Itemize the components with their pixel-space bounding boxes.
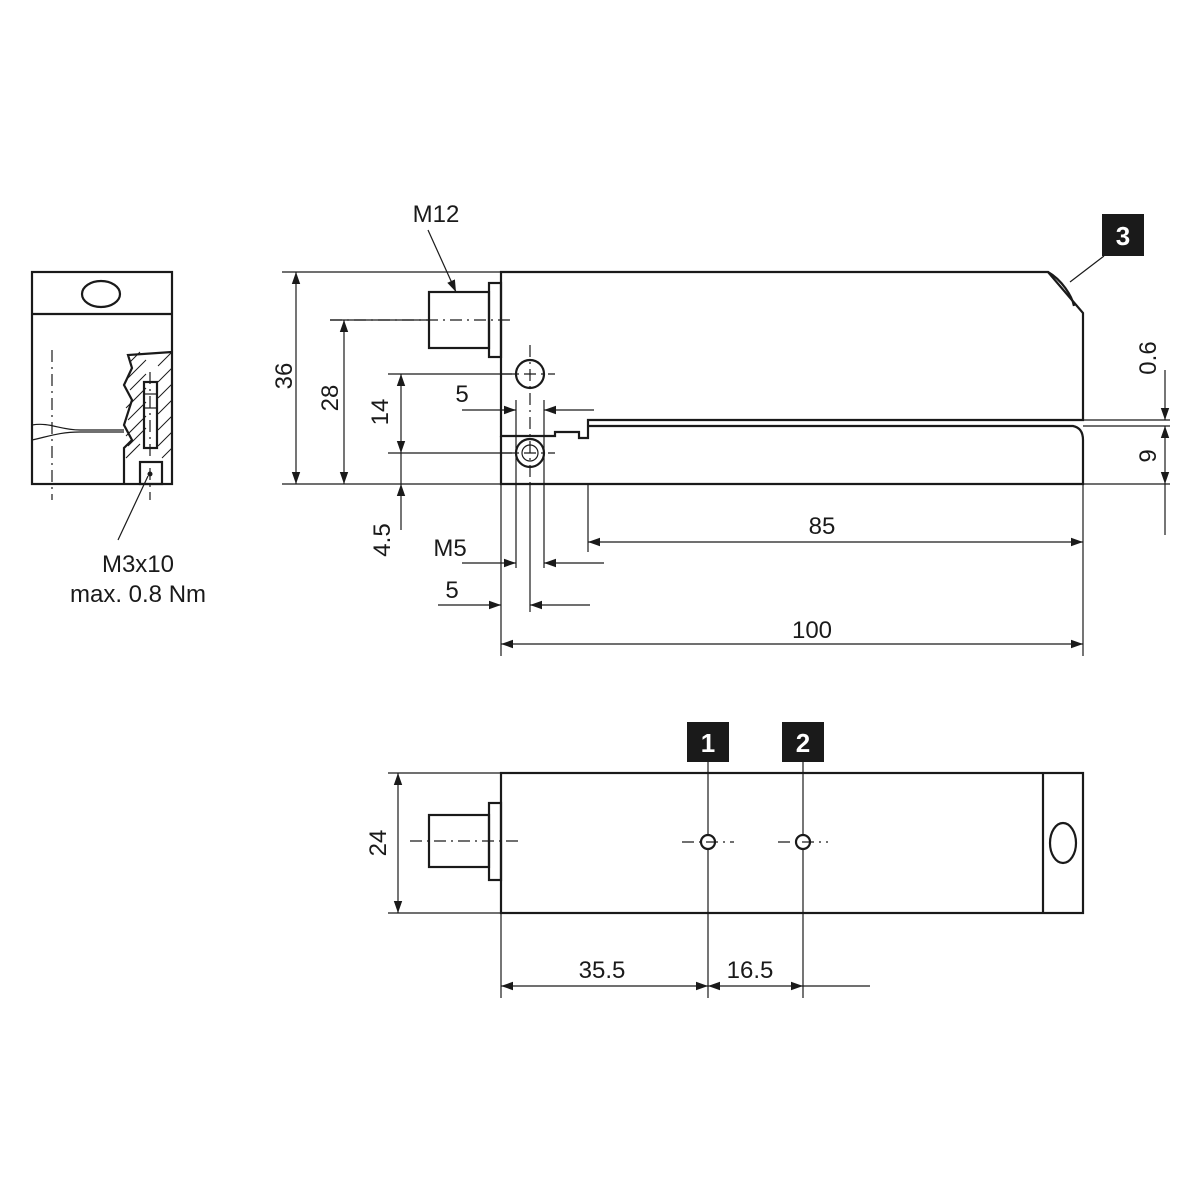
m12-callout: M12 (413, 201, 460, 293)
dim-mount-thread: M5 (433, 535, 466, 562)
marker-3-label: 3 (1116, 221, 1130, 251)
dim-hole-offset-b: 5 (445, 577, 458, 604)
dim-length-total: 100 (792, 617, 832, 644)
dim-bottom-offset: 4.5 (369, 523, 396, 556)
screw-note-line1: M3x10 (102, 551, 174, 578)
dim-position-2: 16.5 (727, 957, 774, 984)
marker-2: 2 (782, 722, 824, 835)
dim-hole-spacing: 14 (367, 399, 394, 426)
dim-height-connector: 28 (317, 385, 344, 412)
dim-height-total: 36 (271, 363, 298, 390)
top-view (410, 771, 1085, 915)
marker-1-label: 1 (701, 728, 715, 758)
front-view (330, 270, 1085, 486)
dim-position-1: 35.5 (579, 957, 626, 984)
dim-width: 24 (365, 830, 392, 857)
screw-note-line2: max. 0.8 Nm (70, 581, 206, 608)
thread-connector-label: M12 (413, 201, 460, 228)
marker-3: 3 (1069, 214, 1144, 283)
marker-1: 1 (687, 722, 729, 835)
dim-hole-offset-a: 5 (455, 381, 468, 408)
extension-lines (282, 271, 1170, 656)
hatch-pattern (125, 351, 173, 459)
marker-2-label: 2 (796, 728, 810, 758)
end-view: M3x10 max. 0.8 Nm (30, 270, 206, 608)
dim-length-base: 85 (809, 513, 836, 540)
dim-base-height: 9 (1135, 449, 1162, 462)
dim-groove-gap: 0.6 (1135, 341, 1162, 374)
